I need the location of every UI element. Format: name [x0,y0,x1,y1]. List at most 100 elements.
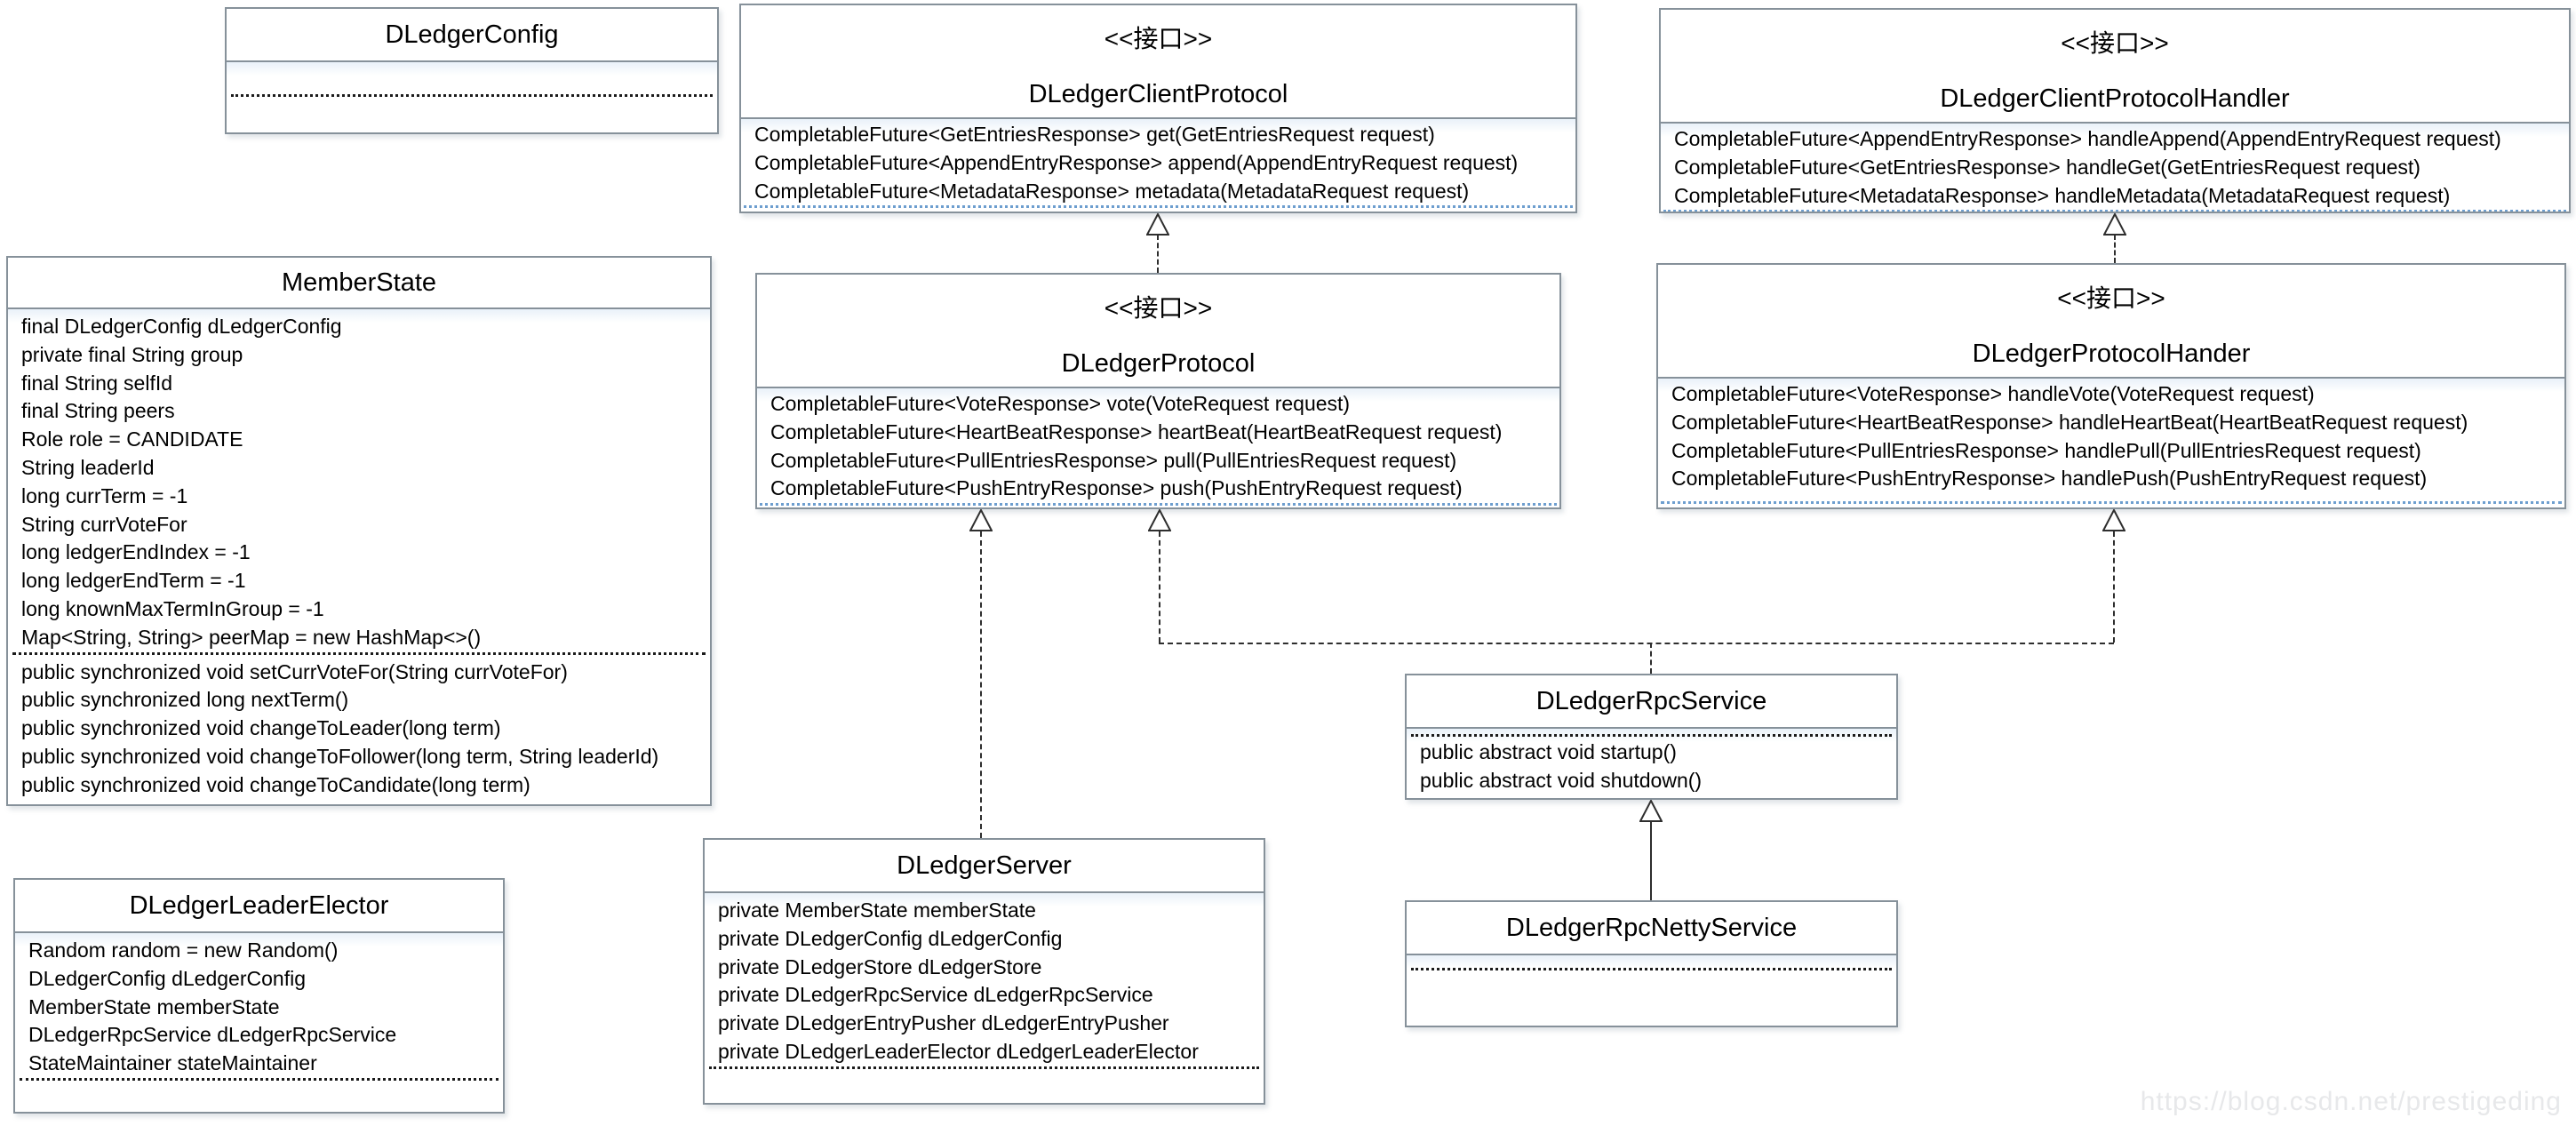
method-line: public abstract void startup() [1420,740,1677,763]
field-line: final String selfId [21,371,173,395]
field-line: final String peers [21,399,175,423]
class-body: CompletableFuture<VoteResponse> vote(Vot… [757,388,1559,507]
interface-stereotype: <<接口>> [2061,29,2169,57]
method-list: CompletableFuture<VoteResponse> handleVo… [1658,379,2564,493]
interface-header: <<接口>> DLedgerProtocol [757,275,1559,388]
class-box-member-state: MemberState final DLedgerConfig dLedgerC… [6,256,712,806]
realization-line-rpcservice-stem [1650,643,1652,674]
method-line: CompletableFuture<GetEntriesResponse> ha… [1674,155,2420,179]
interface-stereotype: <<接口>> [1104,294,1213,322]
section-separator [1663,210,2566,212]
field-line: String currVoteFor [21,512,187,536]
section-separator [760,503,1557,507]
field-line: long currTerm = -1 [21,483,188,507]
realization-line-rpcservice-horizontal [1159,643,2114,644]
class-box-dledger-rpc-netty-service: DLedgerRpcNettyService [1405,900,1898,1027]
field-list: private MemberState memberState private D… [705,893,1264,1066]
class-title: DLedgerClientProtocolHandler [1940,84,2290,113]
method-line: CompletableFuture<HeartBeatResponse> han… [1671,410,2468,434]
field-method-separator [231,94,713,97]
field-line: private MemberState memberState [718,898,1036,922]
method-line: public synchronized void changeToCandida… [21,772,530,796]
interface-stereotype: <<接口>> [2057,284,2165,312]
field-method-separator [20,1077,498,1081]
realization-arrowhead-server-to-protocol [969,509,993,531]
field-method-separator [12,651,706,655]
field-line: Map<String, String> peerMap = new HashMa… [21,625,482,649]
method-line: CompletableFuture<AppendEntryResponse> h… [1674,127,2501,150]
realization-arrowhead-rpcservice-to-protocol [1148,509,1171,531]
field-line: String leaderId [21,455,155,479]
field-line: DLedgerConfig dLedgerConfig [28,966,306,990]
method-line: public abstract void shutdown() [1420,768,1703,792]
section-separator [1661,501,2562,504]
class-body: CompletableFuture<VoteResponse> handleVo… [1658,379,2564,507]
class-header: DLedgerRpcService [1407,675,1896,729]
method-line: CompletableFuture<AppendEntryResponse> a… [754,150,1519,174]
field-method-separator [709,1066,1259,1069]
method-list: public abstract void startup() public abs… [1407,737,1896,795]
class-title: DLedgerProtocolHander [1972,339,2251,368]
method-list: public synchronized void setCurrVoteFor(… [8,655,710,800]
field-line: long ledgerEndTerm = -1 [21,569,246,593]
field-line: final DLedgerConfig dLedgerConfig [21,315,342,338]
interface-box-dledger-protocol: <<接口>> DLedgerProtocol CompletableFuture… [755,273,1561,509]
field-line: DLedgerRpcService dLedgerRpcService [28,1023,397,1047]
class-title: DLedgerServer [897,850,1072,880]
class-box-dledger-server: DLedgerServer private MemberState member… [703,838,1265,1105]
method-line: CompletableFuture<PullEntriesResponse> h… [1671,438,2421,462]
realization-arrowhead-rpcservice-to-protocolhander [2102,509,2125,531]
interface-box-dledger-protocol-hander: <<接口>> DLedgerProtocolHander Completable… [1656,263,2566,509]
class-title: DLedgerConfig [385,20,559,49]
field-line: private DLedgerConfig dLedgerConfig [718,926,1063,950]
interface-stereotype: <<接口>> [1104,25,1213,52]
interface-header: <<接口>> DLedgerClientProtocol [741,5,1575,119]
class-box-dledger-config: DLedgerConfig [225,7,719,134]
method-line: public synchronized void changeToFollowe… [21,744,659,768]
class-body: CompletableFuture<AppendEntryResponse> h… [1661,124,2569,212]
method-line: public synchronized long nextTerm() [21,688,349,712]
field-line: StateMaintainer stateMaintainer [28,1051,317,1075]
section-separator [744,205,1573,209]
field-line: long ledgerEndIndex = -1 [21,540,251,564]
method-line: CompletableFuture<PushEntryResponse> pus… [770,476,1463,500]
field-line: private DLedgerLeaderElector dLedgerLead… [718,1039,1199,1063]
method-line: CompletableFuture<MetadataResponse> hand… [1674,183,2451,207]
field-line: Role role = CANDIDATE [21,427,243,451]
realization-line-server-to-protocol [980,531,982,838]
field-line: private final String group [21,342,243,366]
method-line: public synchronized void setCurrVoteFor(… [21,659,568,683]
class-body: public abstract void startup() public abs… [1407,729,1896,798]
interface-header: <<接口>> DLedgerClientProtocolHandler [1661,10,2569,124]
field-line: MemberState memberState [28,994,280,1018]
field-line: private DLedgerRpcService dLedgerRpcServ… [718,983,1153,1007]
generalization-line-protocol-to-clientprotocol [1157,235,1159,273]
field-line: private DLedgerStore dLedgerStore [718,954,1042,978]
interface-box-dledger-client-protocol: <<接口>> DLedgerClientProtocol Completable… [739,4,1577,213]
method-list: CompletableFuture<AppendEntryResponse> h… [1661,124,2569,210]
realization-line-rpcservice-to-protocol-vertical [1159,531,1160,643]
method-line: CompletableFuture<MetadataResponse> meta… [754,179,1470,203]
generalization-arrowhead-protocol-to-clientprotocol [1146,213,1169,236]
method-line: CompletableFuture<PushEntryResponse> han… [1671,467,2428,491]
class-body [1407,955,1896,1026]
field-method-separator [1411,734,1892,737]
field-list: Random random = new Random()DLedgerConfi… [15,933,503,1078]
class-body: CompletableFuture<GetEntriesResponse> ge… [741,119,1575,212]
class-header: MemberState [8,258,710,309]
method-list: CompletableFuture<GetEntriesResponse> ge… [741,119,1575,205]
field-list: final DLedgerConfig dLedgerConfig private… [8,309,710,652]
generalization-line-protocolhander-to-clientprotocolhandler [2114,235,2116,263]
watermark-text: https://blog.csdn.net/prestigeding [2140,1087,2562,1116]
method-line: public synchronized void changeToLeader(… [21,716,501,740]
class-header: DLedgerConfig [227,9,717,62]
method-line: CompletableFuture<PullEntriesResponse> p… [770,448,1457,472]
method-line: CompletableFuture<VoteResponse> vote(Vot… [770,392,1351,415]
class-title: MemberState [281,268,437,297]
class-body: private MemberState memberState private D… [705,893,1264,1103]
interface-box-dledger-client-protocol-handler: <<接口>> DLedgerClientProtocolHandler Comp… [1659,8,2571,213]
class-body: Random random = new Random()DLedgerConfi… [15,933,503,1112]
realization-line-rpcservice-to-protocolhander-vertical [2113,531,2115,643]
class-title: DLedgerClientProtocol [1028,80,1288,108]
